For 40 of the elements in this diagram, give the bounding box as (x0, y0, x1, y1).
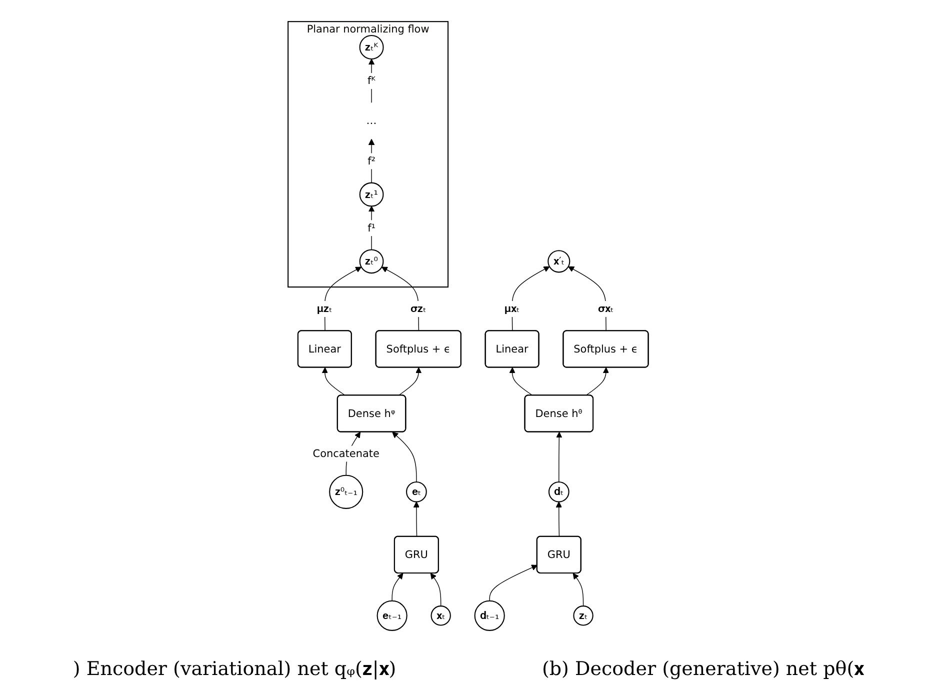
arrow (430, 573, 442, 606)
arrow (392, 573, 404, 602)
arrow (556, 432, 563, 482)
arrow (512, 266, 550, 332)
arrow (392, 432, 418, 482)
arrow (382, 266, 420, 332)
edge-label: 𝛍𝐱ₜ (504, 302, 520, 315)
arrow (510, 367, 534, 396)
node-circle: 𝐳ₜ¹ (360, 182, 384, 207)
node-circle: 𝐝ₜ₋₁ (474, 600, 506, 631)
arrow (324, 266, 362, 332)
arrow (368, 206, 375, 250)
arrow (322, 367, 346, 396)
caption: ) Encoder (variational) net qᵩ(𝐳|𝐱) (72, 658, 396, 680)
arrow (573, 573, 584, 606)
arrow (398, 367, 422, 396)
caption: (b) Decoder (generative) net pθ(𝐱 (542, 658, 864, 680)
arrow (490, 564, 538, 602)
edge-label: fᴷ (368, 74, 376, 87)
arrow (414, 502, 420, 538)
edge-label: 𝛔𝐳ₜ (410, 302, 427, 315)
edge-label: 𝛍𝐳ₜ (318, 302, 332, 315)
edge-label: f¹ (368, 221, 376, 234)
node-circle: 𝐱′ₜ (548, 250, 570, 273)
arrow (556, 502, 562, 538)
edge-label: Concatenate (313, 447, 380, 460)
edge-label: 𝛔𝐱ₜ (598, 302, 614, 315)
arrow (568, 266, 607, 332)
arrow (586, 367, 610, 396)
node-circle: 𝐳ₜᴷ (360, 35, 384, 60)
node-text: … (366, 114, 378, 128)
node-circle: 𝐞ₜ₋₁ (377, 600, 408, 631)
node-circle: 𝐞ₜ (406, 481, 428, 502)
node-circle: 𝐳⁰ₜ₋₁ (329, 474, 364, 509)
node-circle: 𝐳ₜ⁰ (360, 249, 384, 274)
edge-label: f² (368, 154, 376, 168)
node-circle: 𝐝ₜ (548, 481, 570, 502)
node-circle: 𝐱ₜ (431, 606, 452, 626)
arrow (368, 138, 375, 184)
node-circle: 𝐳ₜ (574, 606, 594, 626)
